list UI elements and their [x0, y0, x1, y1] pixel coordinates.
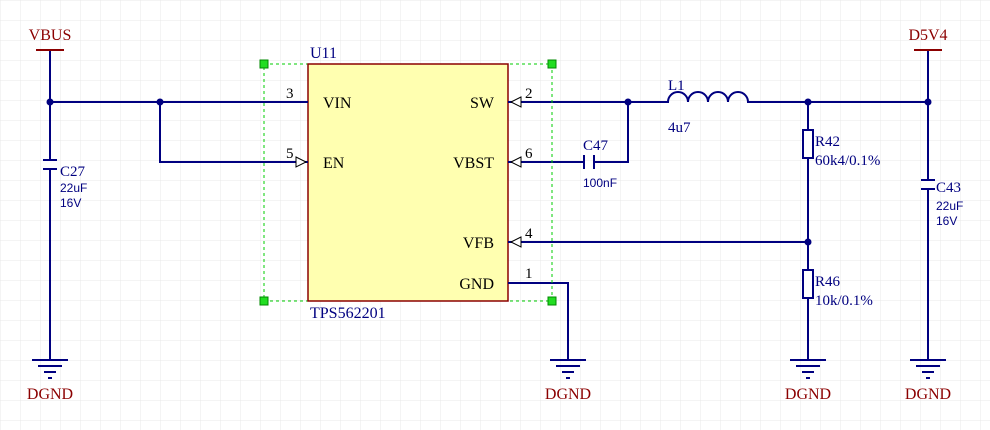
- pin-name-en: EN: [323, 155, 345, 172]
- net-label-vbus: VBUS: [29, 27, 72, 44]
- capacitor-c43[interactable]: C43 22uF 16V: [921, 179, 963, 228]
- wire-vbst-c47-sw[interactable]: [593, 101, 629, 163]
- net-label-dgnd-r46: DGND: [785, 386, 831, 403]
- ic-u11[interactable]: U11 TPS562201 3 5 2 6 4 1 VIN EN SW VBST…: [259, 45, 557, 322]
- r42-ref: R42: [815, 134, 840, 150]
- pin-number-gnd: 1: [525, 266, 533, 282]
- c47-ref: C47: [583, 138, 609, 154]
- resistor-r42[interactable]: R42 60k4/0.1%: [802, 129, 880, 169]
- selection-handle-tr[interactable]: [547, 59, 557, 69]
- power-port-vbus[interactable]: VBUS: [29, 27, 72, 51]
- chip-part-number: TPS562201: [310, 305, 386, 322]
- junction-vfb-divider: [804, 238, 812, 246]
- junction-vbus-c27: [46, 98, 54, 106]
- l1-value: 4u7: [668, 120, 691, 136]
- ground-symbol-c43[interactable]: [910, 359, 946, 379]
- junction-out-r42: [804, 98, 812, 106]
- chip-designator: U11: [310, 45, 337, 62]
- c43-rating: 16V: [936, 214, 957, 228]
- c27-rating: 16V: [60, 196, 81, 210]
- l1-ref: L1: [668, 78, 685, 94]
- sw-arrow-icon: [509, 96, 522, 108]
- wire-en-tie[interactable]: [159, 101, 309, 163]
- en-input-arrow-icon: [295, 156, 308, 168]
- junction-sw-c47: [624, 98, 632, 106]
- net-label-dgnd-c43: DGND: [905, 386, 951, 403]
- chip-body[interactable]: [307, 63, 509, 302]
- pin-name-sw: SW: [470, 95, 495, 112]
- pin-number-en: 5: [286, 146, 294, 162]
- pin-name-vbst: VBST: [453, 155, 494, 172]
- pin-number-sw: 2: [525, 86, 533, 102]
- selection-handle-bl[interactable]: [259, 296, 269, 306]
- vbst-arrow-icon: [509, 156, 522, 168]
- selection-handle-br[interactable]: [547, 296, 557, 306]
- r46-value: 10k/0.1%: [815, 293, 873, 309]
- vfb-arrow-icon: [509, 236, 522, 248]
- capacitor-c47[interactable]: C47 100nF: [583, 138, 617, 190]
- capacitor-c27[interactable]: C27 22uF 16V: [43, 159, 87, 210]
- c47-value: 100nF: [583, 176, 617, 190]
- pin-number-vfb: 4: [525, 226, 533, 242]
- ground-symbol-r46[interactable]: [790, 359, 826, 379]
- net-label-dgnd-c27: DGND: [27, 386, 73, 403]
- r42-value: 60k4/0.1%: [815, 153, 880, 169]
- pin-name-gnd: GND: [459, 276, 494, 293]
- net-label-dgnd-chip: DGND: [545, 386, 591, 403]
- c27-ref: C27: [60, 164, 86, 180]
- power-port-d5v4[interactable]: D5V4: [908, 27, 948, 51]
- ground-symbol-c27[interactable]: [32, 359, 68, 379]
- inductor-l1[interactable]: L1 4u7: [667, 78, 749, 136]
- pin-number-vbst: 6: [525, 146, 533, 162]
- net-label-d5v4: D5V4: [908, 27, 947, 44]
- c27-value: 22uF: [60, 181, 87, 195]
- r46-ref: R46: [815, 274, 841, 290]
- resistor-r46[interactable]: R46 10k/0.1%: [802, 269, 873, 309]
- junction-vbus-en: [156, 98, 164, 106]
- pin-number-vin: 3: [286, 86, 294, 102]
- ground-symbol-chip[interactable]: [550, 359, 586, 379]
- wires: [49, 49, 929, 361]
- junction-out-c43: [924, 98, 932, 106]
- pin-name-vin: VIN: [323, 95, 352, 112]
- junctions: [46, 98, 932, 246]
- c43-ref: C43: [936, 180, 961, 196]
- selection-handle-tl[interactable]: [259, 59, 269, 69]
- pin-name-vfb: VFB: [463, 235, 494, 252]
- c43-value: 22uF: [936, 199, 963, 213]
